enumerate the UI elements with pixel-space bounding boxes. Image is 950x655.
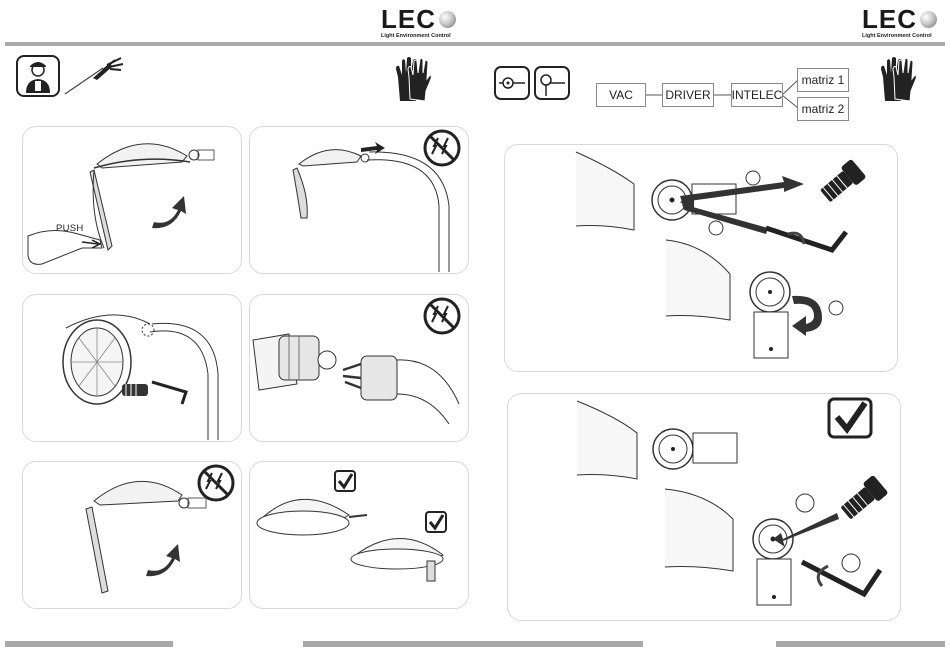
technician-icon — [16, 55, 60, 97]
allen-key-icon — [762, 220, 854, 260]
brand-logo-right: LEC Light Environment Control — [862, 6, 937, 39]
logo-sphere-icon — [439, 11, 456, 28]
flow-driver: DRIVER — [662, 83, 714, 107]
flow-vac: VAC — [596, 83, 646, 107]
luminaire-open-push-illustration — [22, 126, 240, 272]
brand-name: LEC — [381, 6, 436, 32]
screw-icon — [814, 154, 870, 210]
rotate-arrow-icon — [148, 192, 188, 230]
luminaire-interior-illustration — [22, 294, 240, 440]
no-power-icon — [422, 296, 462, 336]
gloves-icon — [392, 55, 432, 103]
screw-icon — [834, 468, 894, 528]
gloves-icon — [877, 55, 917, 103]
header-divider — [5, 42, 945, 46]
connector-plug-icon — [494, 66, 530, 100]
luminaire-finished-illustration — [249, 461, 467, 607]
rotate-arrow-icon — [144, 540, 184, 578]
footer-bar-center — [303, 641, 643, 647]
logo-sphere-icon — [920, 11, 937, 28]
brand-logo-left: LEC Light Environment Control — [381, 6, 456, 39]
rotate-arrow-icon — [782, 290, 828, 336]
flow-matriz-1: matriz 1 — [797, 68, 849, 92]
checkbox-checked-icon — [827, 397, 875, 441]
flow-intelec: INTELEC — [731, 83, 783, 107]
checkbox-checked-icon — [425, 511, 447, 533]
screw-and-allen-key-icon — [120, 376, 200, 406]
checkbox-checked-icon — [334, 470, 356, 492]
footer-bar-right — [776, 641, 945, 647]
flow-matriz-2: matriz 2 — [797, 97, 849, 121]
connector-socket-icon — [534, 66, 570, 100]
brand-name: LEC — [862, 6, 917, 32]
allen-key-icon — [798, 552, 890, 604]
no-power-icon — [422, 128, 462, 168]
push-label: PUSH — [56, 223, 84, 234]
brand-tagline: Light Environment Control — [862, 33, 937, 39]
no-power-icon — [196, 463, 236, 503]
cable-icon — [63, 56, 125, 96]
footer-bar-left — [5, 641, 173, 647]
brand-tagline: Light Environment Control — [381, 33, 456, 39]
